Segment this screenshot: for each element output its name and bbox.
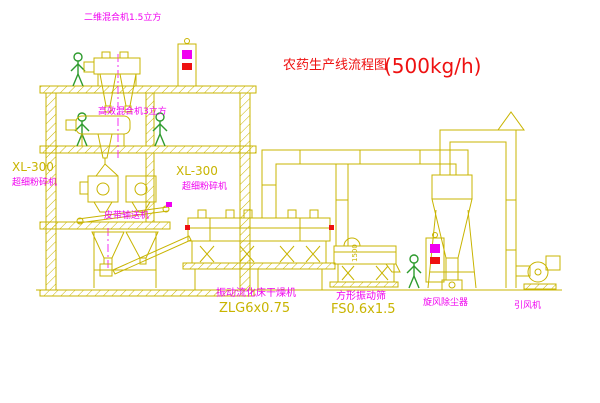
diagram-title-capacity: (500kg/h) [384, 54, 481, 78]
label-cyclone: 旋风除尘器 [423, 296, 468, 308]
fluid-bed-dryer [182, 209, 336, 290]
storage-hoppers [91, 231, 159, 288]
pulverizer-right [125, 175, 157, 213]
centerlines [107, 54, 119, 268]
high-efficiency-mixer [65, 115, 131, 159]
square-vibrating-sieve [329, 237, 401, 288]
diagram-title: 农药生产线流程图 [283, 58, 387, 73]
control-cabinet [177, 38, 197, 87]
ground-line [36, 289, 562, 297]
induced-draft-fan [515, 255, 561, 290]
screw-feeder [99, 235, 192, 277]
pulverizer-left [79, 175, 119, 213]
label-floor2-mixer: 高效混合机3立方 [98, 105, 167, 117]
label-mill-left-name: 超细粉碎机 [12, 176, 57, 188]
label-mill-left-model: XL-300 [12, 160, 54, 174]
worker-figure [152, 112, 168, 147]
label-sieve-dimension: 1500 [351, 244, 359, 262]
two-dimensional-mixer [83, 51, 141, 113]
belt-conveyor [76, 202, 172, 225]
label-fan: 引风机 [514, 299, 541, 311]
label-sieve-name: 方形振动筛 [336, 289, 386, 302]
label-mill-right-model: XL-300 [176, 164, 218, 178]
cyclone-separator [427, 174, 477, 291]
exhaust-duct [261, 149, 469, 246]
y-chute [95, 158, 119, 177]
label-sieve-model: FS0.6x1.5 [331, 302, 396, 317]
worker-figure [406, 254, 422, 289]
worker-figure [70, 52, 86, 87]
building-structure [39, 85, 257, 291]
label-belt-conveyor: 皮带输送机 [104, 209, 149, 221]
label-top-mixer: 二维混合机1.5立方 [84, 11, 161, 23]
control-cabinet [425, 232, 445, 283]
exhaust-stack [439, 111, 525, 288]
label-dryer-name: 振动流化床干燥机 [216, 286, 296, 299]
label-dryer-model: ZLG6x0.75 [219, 301, 290, 316]
label-mill-right-name: 超细粉碎机 [182, 180, 227, 192]
